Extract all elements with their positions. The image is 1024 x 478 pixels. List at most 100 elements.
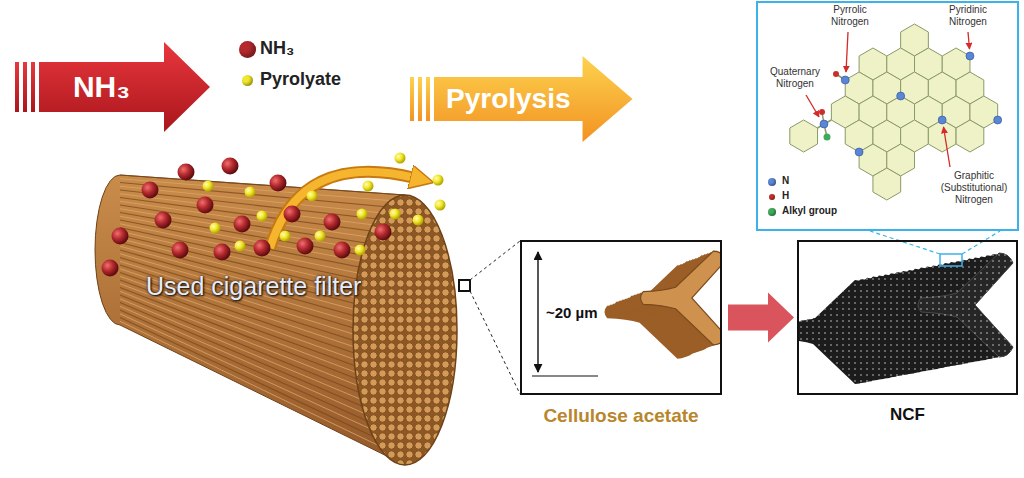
text-slot: Used cigarette filter <box>146 271 361 301</box>
outflow-arrow <box>270 172 415 248</box>
pyrolyate-particle <box>413 215 424 226</box>
pyrolyate-particle <box>357 209 368 220</box>
legend-swatch <box>239 41 256 58</box>
zoom-marker <box>870 231 1000 266</box>
ammonia-molecule <box>178 164 195 181</box>
pyrolyate-particle <box>363 181 374 192</box>
legend-text: Pyrolyate <box>260 69 341 90</box>
fiber-panel: NCF <box>797 240 1018 395</box>
ammonia-molecule <box>297 238 314 255</box>
zoom-marker <box>459 241 520 394</box>
cigarette-filter <box>353 195 457 465</box>
arrow-stripe <box>15 62 19 112</box>
legend-swatch <box>768 178 776 186</box>
arrow-stripe <box>31 62 35 112</box>
arrow-stripe <box>426 77 430 121</box>
ammonia-molecule <box>234 216 251 233</box>
callout-label: Pyridinic Nitrogen <box>936 4 1000 28</box>
graphene-inset <box>855 148 863 156</box>
zoom-marker <box>870 231 940 254</box>
legend-swatch <box>769 194 775 200</box>
graphene-inset <box>841 76 849 84</box>
graphene-inset <box>819 109 825 115</box>
legend-text: H <box>782 190 789 202</box>
ammonia-molecule <box>155 212 172 229</box>
text-slot: NCF <box>799 405 1016 425</box>
zoom-marker <box>940 254 962 266</box>
text-slot: Pyridinic Nitrogen <box>936 4 1000 28</box>
arrow-stripe <box>23 62 27 112</box>
graphene-inset <box>994 116 1002 124</box>
graphene-inset <box>818 120 832 128</box>
callout-label: Quaternary Nitrogen <box>762 66 828 90</box>
pyrolyate-particle <box>203 153 446 256</box>
ammonia-molecule <box>142 182 159 199</box>
ammonia-molecule <box>112 228 129 245</box>
graphene-inset <box>790 120 818 152</box>
text-slot: Alkyl group <box>782 205 837 217</box>
graphene-inset <box>968 32 970 49</box>
text-slot: ~20 µm <box>546 304 598 322</box>
zoom-marker <box>470 291 520 394</box>
graphene-inset <box>873 168 901 200</box>
ammonia-molecule <box>197 197 214 214</box>
pyrolyate-particle <box>315 231 326 242</box>
graphene-inset <box>956 120 984 152</box>
arrow-label: Pyrolysis <box>446 83 571 115</box>
graphene-inset <box>806 32 970 167</box>
pyrolyate-particle <box>235 241 246 252</box>
graphene-inset <box>757 2 1018 230</box>
pyrolyate-particle <box>307 191 318 202</box>
ammonia-molecule <box>102 158 392 277</box>
ammonia-molecule <box>375 224 392 241</box>
pyrolyate-particle <box>433 175 444 186</box>
legend-text: Alkyl group <box>782 205 837 217</box>
pyrolyate-particle <box>210 223 221 234</box>
cellulose-fiber <box>641 251 721 345</box>
ammonia-molecule <box>324 214 341 231</box>
ammonia-molecule <box>254 240 271 257</box>
graphene-inset <box>944 127 951 167</box>
text-slot: Pyrolysis <box>434 77 583 121</box>
text-slot: NH₃ <box>260 38 294 59</box>
graphene-inset <box>833 71 839 77</box>
arrow-label: NH₃ <box>73 70 130 105</box>
callout-label: Pyrrolic Nitrogen <box>818 4 882 28</box>
flow-arrow <box>728 293 794 343</box>
cellulose-fiber <box>605 251 721 359</box>
carbon-fiber <box>799 242 1016 393</box>
arrow-stripe <box>410 77 414 121</box>
zoom-marker <box>470 241 520 280</box>
arrow-stripe <box>418 77 422 121</box>
ammonia-molecule <box>172 242 189 259</box>
dimension-arrow <box>537 252 538 372</box>
carbon-fiber <box>799 242 1016 393</box>
text-slot: H <box>782 190 789 202</box>
pyrolyate-particle <box>395 153 406 164</box>
object-label: Used cigarette filter <box>146 271 361 301</box>
pyrolyate-particle <box>257 211 268 222</box>
arrow-body <box>434 56 633 142</box>
text-slot: Cellulose acetate <box>522 405 720 427</box>
graphene-inset <box>897 92 905 100</box>
legend-swatch <box>242 75 253 86</box>
ammonia-molecule <box>284 206 301 223</box>
graphene-inset <box>820 52 1002 156</box>
text-slot: Graphitic (Substitutional) Nitrogen <box>932 170 1016 206</box>
reagent-arrow: NH₃ <box>15 42 210 132</box>
dimension-arrow <box>532 252 598 376</box>
zoom-marker <box>962 231 1000 254</box>
fiber-panel: ~20 µmCellulose acetate <box>520 240 722 395</box>
pyrolyate-particle <box>390 209 401 220</box>
arrow-body <box>39 42 210 132</box>
ammonia-molecule <box>222 158 239 175</box>
graphene-inset <box>928 120 956 152</box>
zoom-marker <box>459 280 470 291</box>
text-slot: Pyrolyate <box>260 69 341 90</box>
text-slot: N <box>782 175 789 187</box>
graphene-inset <box>818 74 846 137</box>
